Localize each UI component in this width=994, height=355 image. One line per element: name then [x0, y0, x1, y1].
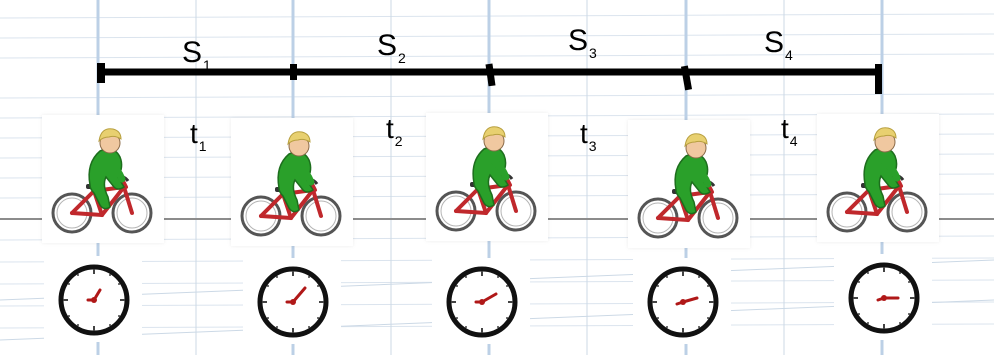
tick-mark-3: [485, 63, 496, 87]
segment-label-4-sub: 4: [785, 47, 793, 63]
clock-hands: [474, 292, 498, 304]
time-label-4-sub: 4: [789, 133, 798, 149]
clock-card-4: [633, 258, 731, 344]
cyclist-icon: [628, 120, 750, 248]
segment-label-1-base: S: [182, 36, 203, 69]
clock-card-2: [243, 258, 341, 344]
time-label-2: t2: [386, 113, 403, 149]
time-label-3: t3: [580, 118, 597, 154]
clock-icon: [834, 254, 932, 340]
time-label-1-base: t: [190, 118, 198, 149]
time-label-1-sub: 1: [198, 138, 207, 154]
segment-label-3-base: S: [568, 24, 589, 57]
time-label-1: t1: [190, 118, 207, 154]
clock-hands: [86, 288, 102, 302]
cyclist-card-5: [817, 114, 939, 242]
time-label-4: t4: [781, 113, 798, 149]
clock-card-3: [432, 258, 530, 344]
cyclist-icon: [42, 115, 164, 243]
segment-label-2-base: S: [377, 29, 398, 62]
clock-icon: [243, 258, 341, 344]
time-label-2-sub: 2: [394, 133, 403, 149]
segment-label-3-sub: 3: [589, 45, 597, 61]
tick-mark-start: [97, 63, 105, 83]
clock-icon: [432, 258, 530, 344]
clock-hands: [876, 296, 900, 302]
cyclist-icon: [231, 118, 353, 246]
segment-label-2: S2: [377, 29, 406, 66]
cyclist-icon: [817, 114, 939, 242]
cyclist-card-3: [426, 113, 548, 241]
segment-label-4: S4: [764, 26, 793, 63]
cyclist-card-4: [628, 120, 750, 248]
segment-label-2-sub: 2: [398, 50, 406, 66]
tick-mark-2: [290, 64, 297, 80]
time-label-4-base: t: [781, 113, 789, 144]
tick-mark-end: [875, 64, 882, 94]
clock-card-5: [834, 254, 932, 340]
time-label-2-base: t: [386, 113, 394, 144]
segment-label-3: S3: [568, 24, 597, 61]
cyclist-card-2: [231, 118, 353, 246]
clock-icon: [633, 258, 731, 344]
clock-hands: [675, 296, 699, 306]
time-label-3-base: t: [580, 118, 588, 149]
clock-card-1: [44, 256, 142, 342]
cyclist-card-1: [42, 115, 164, 243]
clock-icon: [44, 256, 142, 342]
tick-mark-4: [680, 65, 693, 91]
cyclist-icon: [426, 113, 548, 241]
segment-label-4-base: S: [764, 26, 785, 59]
segment-label-1-sub: 1: [203, 57, 211, 73]
clock-hands: [285, 286, 307, 304]
time-label-3-sub: 3: [588, 138, 597, 154]
segment-label-1: S1: [182, 36, 211, 73]
